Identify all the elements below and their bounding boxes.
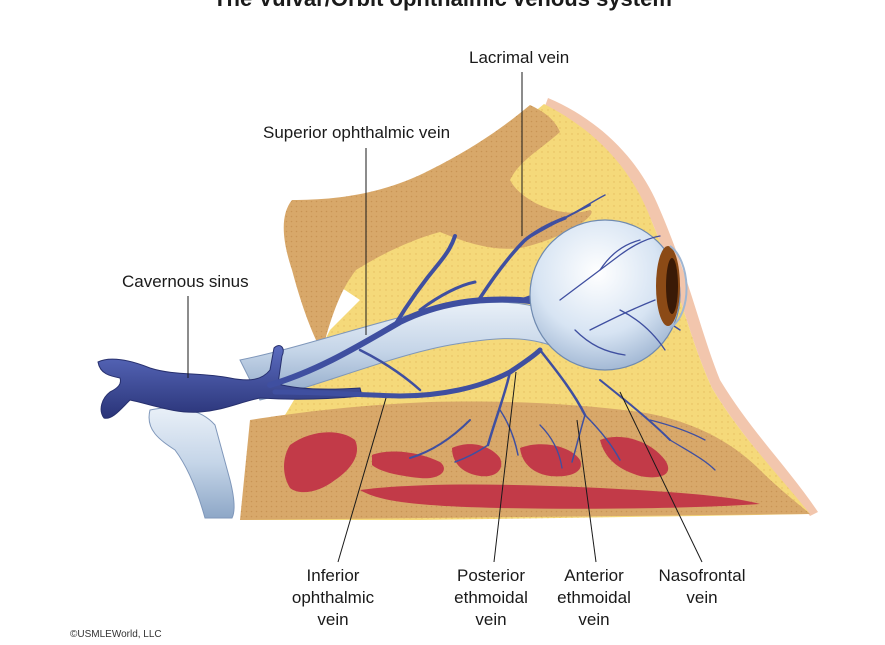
label-line: ethmoidal [557, 588, 631, 607]
label-line: ophthalmic [291, 588, 375, 607]
copyright-notice: ©USMLEWorld, LLC [70, 629, 162, 640]
label-anterior-ethmoidal-vein: Anterior ethmoidal vein [557, 565, 631, 631]
inferior-ophthalmic-vein-trunk [272, 347, 543, 399]
cavernous-sinus-vein [97, 345, 363, 419]
eye-globe [529, 219, 681, 371]
label-line: Posterior [456, 566, 526, 585]
label-line: Anterior [564, 566, 624, 585]
label-line: vein [686, 588, 718, 607]
label-lacrimal-vein: Lacrimal vein [469, 48, 570, 67]
cornea [669, 245, 688, 329]
carotid-artery [148, 407, 235, 519]
ethmoid-air-cells [284, 432, 760, 509]
label-cavernous-sinus: Cavernous sinus [122, 272, 249, 291]
label-inferior-ophthalmic-vein: Inferior ophthalmic vein [292, 565, 374, 631]
label-line: ethmoidal [454, 588, 528, 607]
label-superior-ophthalmic-vein: Superior ophthalmic vein [263, 123, 451, 142]
label-nasofrontal-vein: Nasofrontal vein [659, 565, 746, 609]
label-posterior-ethmoidal-vein: Posterior ethmoidal vein [454, 565, 528, 631]
vein-branches [358, 194, 716, 471]
label-line: Inferior [306, 566, 360, 585]
leader-lines [187, 72, 703, 563]
label-line: vein [475, 610, 507, 629]
label-line: vein [317, 610, 349, 629]
eye-surface-veins [559, 235, 666, 356]
label-line: Nasofrontal [658, 566, 746, 585]
label-line: vein [578, 610, 610, 629]
figure-title: The Vulvar/Orbit ophthalmic venous syste… [0, 0, 885, 12]
